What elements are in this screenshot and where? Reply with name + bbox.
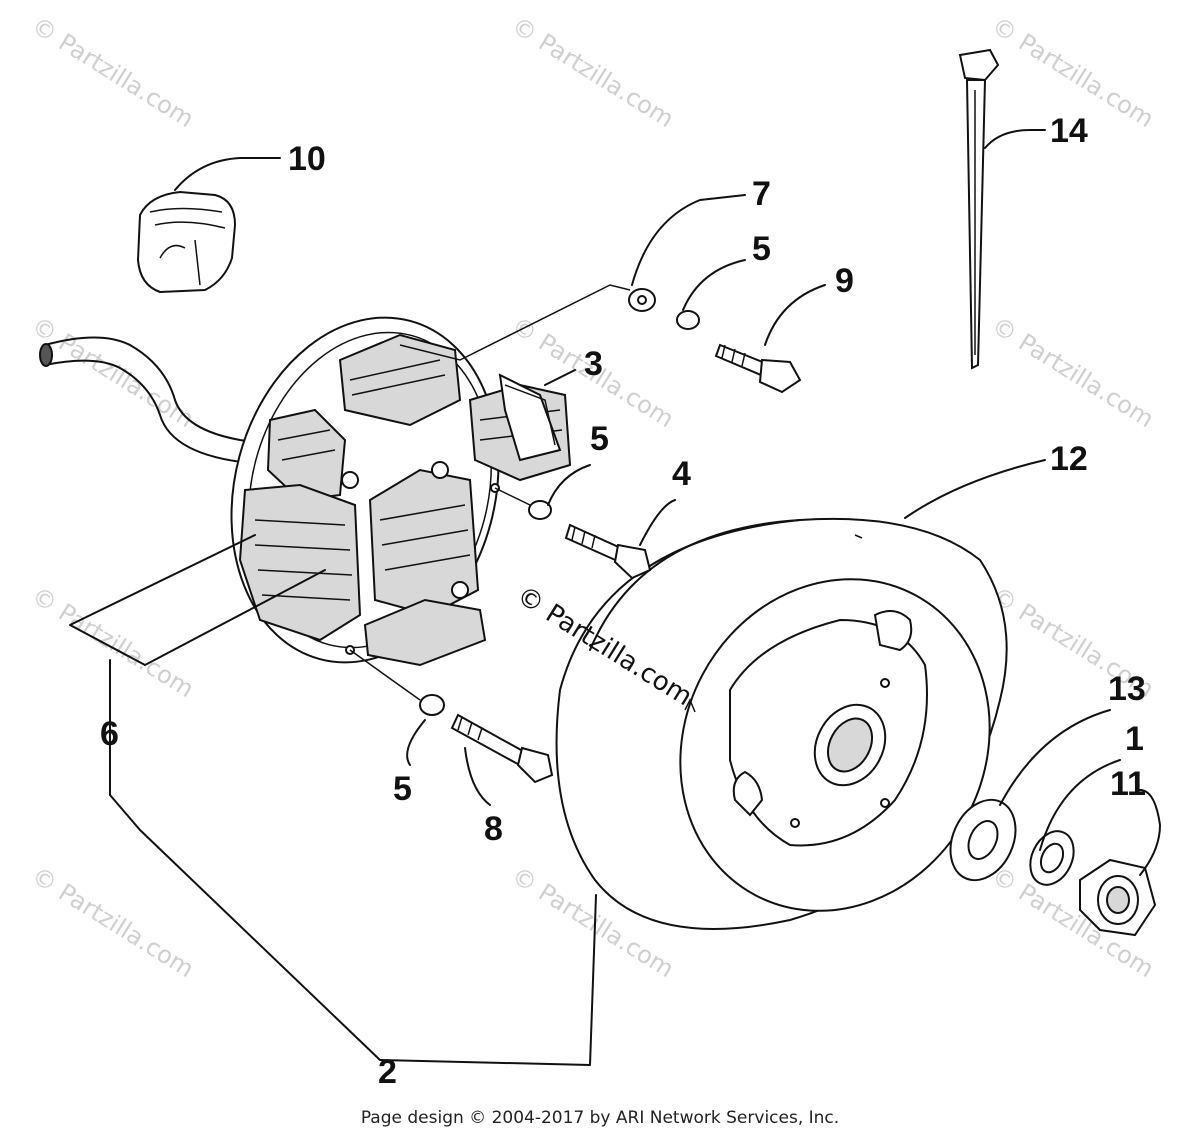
part-12-flywheel xyxy=(555,517,1008,930)
callout-5: 5 xyxy=(590,420,609,458)
stator-wire xyxy=(39,336,273,466)
callout-9: 9 xyxy=(835,262,854,300)
callout-11: 11 xyxy=(1110,765,1146,803)
callout-12: 12 xyxy=(1050,440,1088,478)
part-8-screw xyxy=(450,713,554,784)
callout-1: 1 xyxy=(1125,720,1144,758)
callout-4: 4 xyxy=(672,455,691,493)
callout-14: 14 xyxy=(1050,112,1088,150)
part-7-washer xyxy=(628,288,656,312)
watermark: © Partzilla.com xyxy=(27,861,199,983)
part-6-stator xyxy=(230,316,572,667)
watermark: © Partzilla.com xyxy=(987,311,1159,433)
watermark: © Partzilla.com xyxy=(27,311,199,433)
part-11-nut xyxy=(1079,858,1157,937)
part-6-leader xyxy=(69,534,597,1066)
part-14-cable-tie xyxy=(958,48,1000,370)
part-3-bracket xyxy=(498,373,562,462)
alignment-lines xyxy=(349,284,631,701)
part-9-screw xyxy=(714,343,802,394)
callout-5: 5 xyxy=(393,770,412,808)
callouts: 10 14 7 5 9 3 5 4 12 6 5 8 13 1 11 2 xyxy=(100,112,1146,1091)
callout-10: 10 xyxy=(288,140,326,178)
part-5-lock-washer xyxy=(419,310,700,716)
part-10-grommet xyxy=(136,190,237,294)
callout-5: 5 xyxy=(752,230,771,268)
callout-7: 7 xyxy=(752,175,771,213)
callout-13: 13 xyxy=(1108,670,1146,708)
leader-lines xyxy=(174,129,1161,876)
part-4-screw xyxy=(564,523,652,580)
callout-6: 6 xyxy=(100,715,119,753)
watermark: © Partzilla.com xyxy=(507,11,679,133)
callout-8: 8 xyxy=(484,810,503,848)
callout-3: 3 xyxy=(584,345,603,383)
watermark: © Partzilla.com xyxy=(27,581,199,703)
watermark: © Partzilla.com xyxy=(27,11,199,133)
callout-2: 2 xyxy=(378,1053,397,1091)
footer-copyright: Page design © 2004-2017 by ARI Network S… xyxy=(360,1108,840,1128)
